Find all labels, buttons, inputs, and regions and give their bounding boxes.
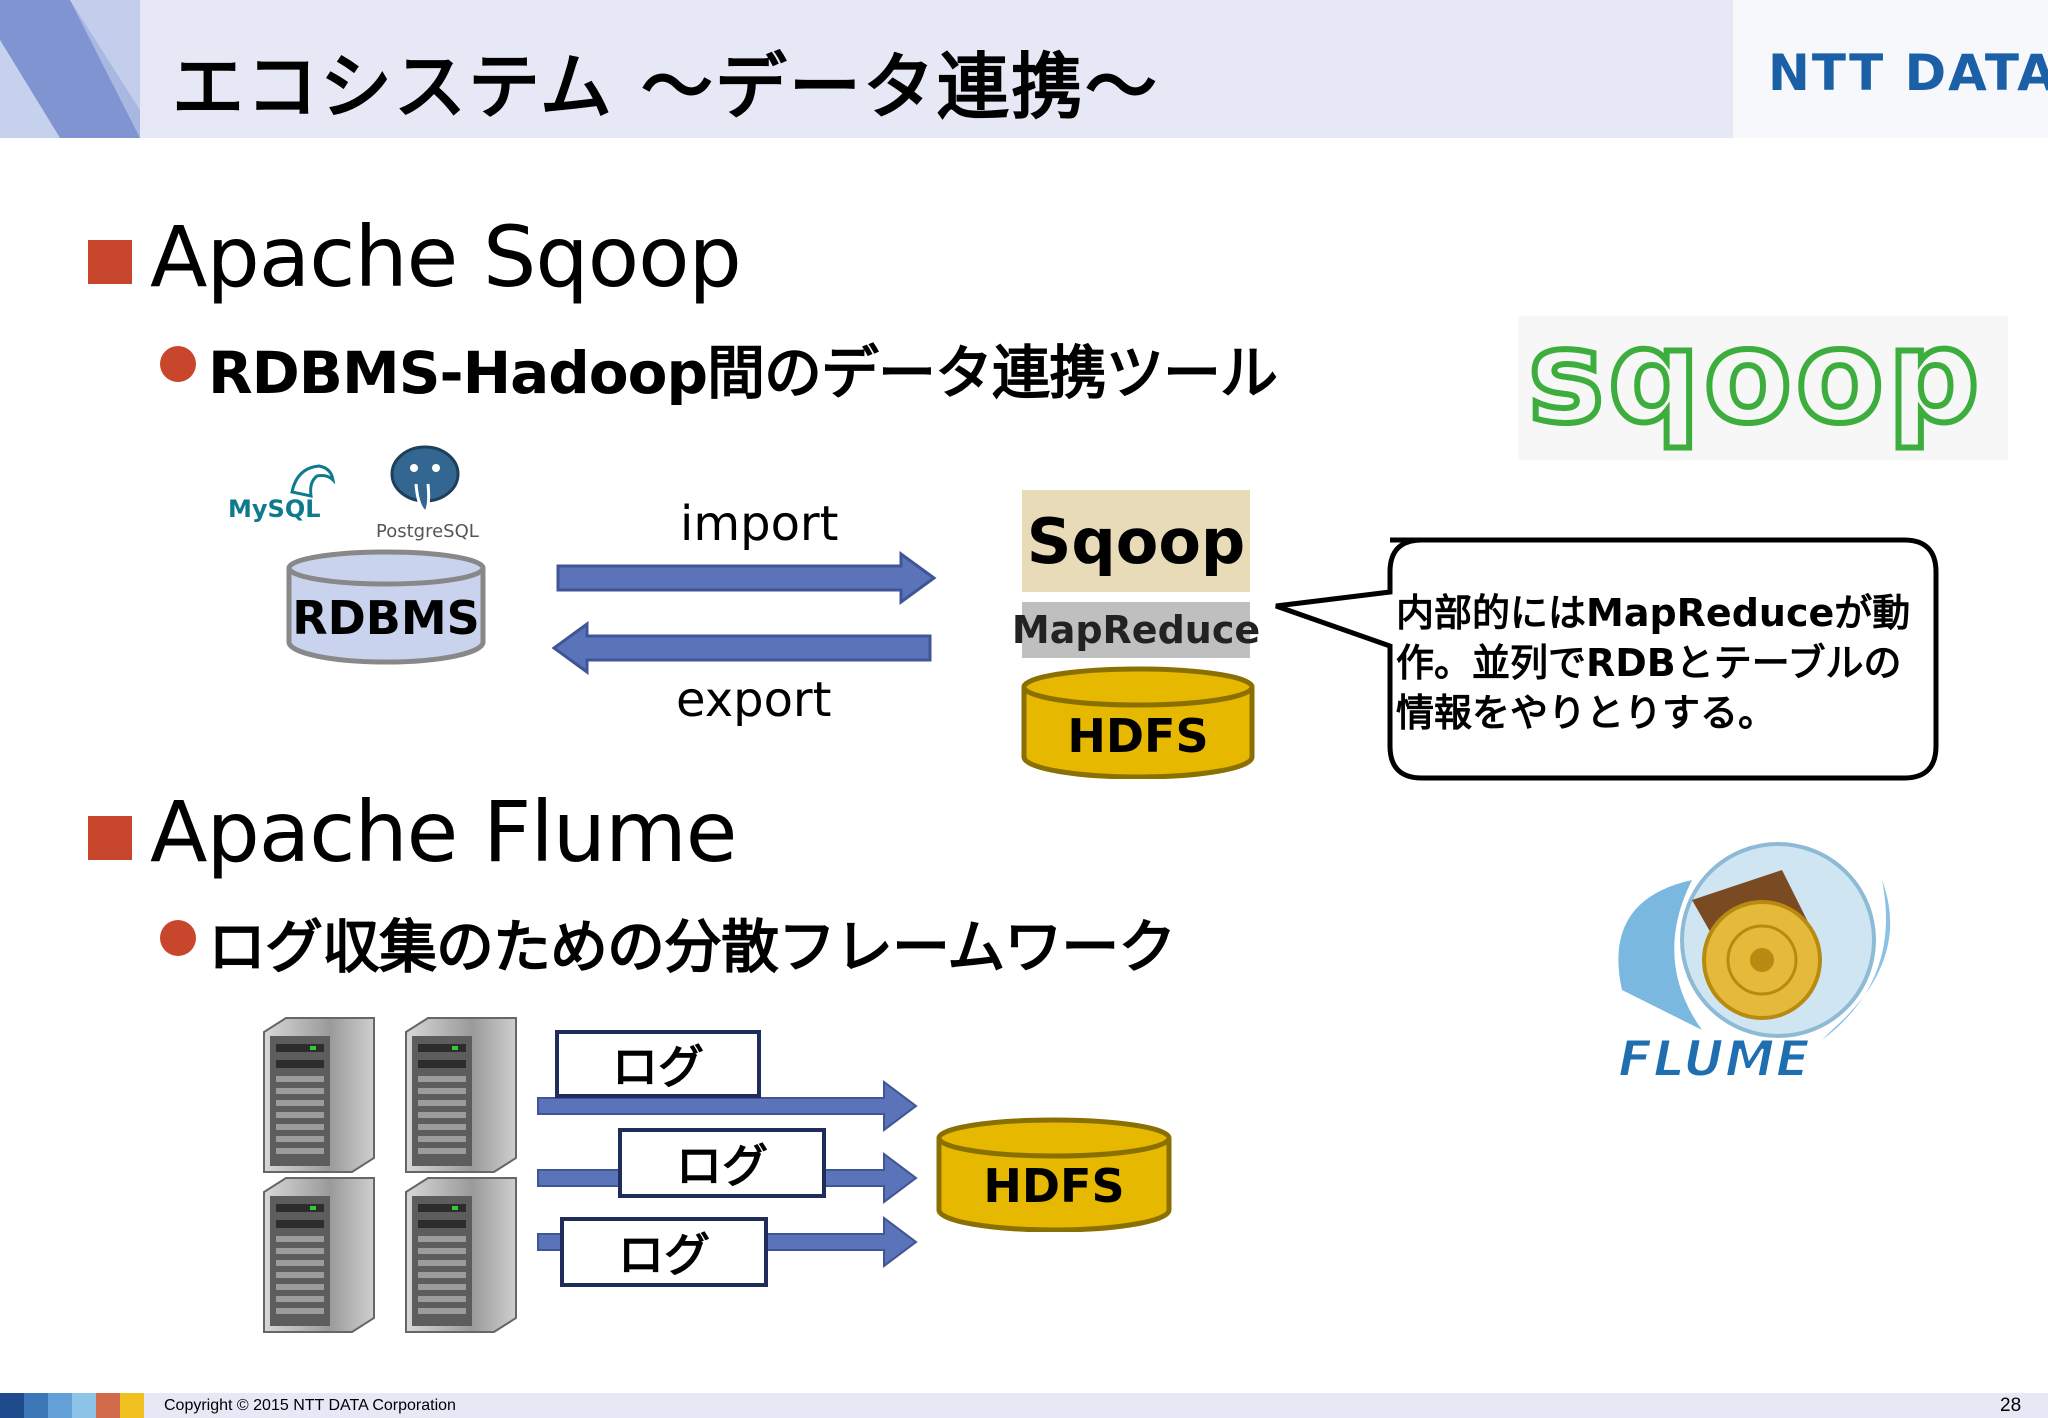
import-label: import	[680, 496, 839, 552]
hdfs-cylinder-sqoop	[1021, 666, 1255, 779]
footer-swatch	[120, 1393, 144, 1418]
footer-swatch	[48, 1393, 72, 1418]
logo-area	[1733, 0, 2048, 138]
page-number: 28	[2000, 1395, 2022, 1416]
import-arrow	[556, 551, 937, 605]
sub-bullet	[160, 920, 196, 956]
sqoop-box: Sqoop	[1022, 490, 1250, 592]
section-heading-sqoop: Apache Sqoop	[150, 208, 742, 306]
callout-bubble	[1275, 537, 1939, 781]
callout-line-1: 内部的にはMapReduceが動	[1396, 591, 1911, 635]
callout-line-3: 情報をやりとりする。	[1396, 691, 1777, 735]
header-bar	[0, 0, 2048, 138]
footer-swatch	[24, 1393, 48, 1418]
footer-swatch	[0, 1393, 24, 1418]
ntt-data-logo: NTT DATA	[1768, 44, 2048, 102]
footer-bar	[0, 1393, 2048, 1418]
log-box-2: ログ	[618, 1128, 826, 1198]
section-bullet	[88, 240, 132, 284]
sqoop-logo-area	[1518, 316, 2008, 460]
copyright-text: Copyright © 2015 NTT DATA Corporation	[164, 1397, 456, 1414]
postgresql-logo: PostgreSQL	[376, 521, 479, 542]
rdbms-label: RDBMS	[292, 591, 480, 645]
flume-subheading: ログ収集のための分散フレームワーク	[208, 913, 1176, 981]
section-heading-flume: Apache Flume	[150, 783, 737, 881]
export-arrow	[552, 621, 932, 675]
server-cluster	[263, 1017, 517, 1333]
header-corner-graphic	[0, 0, 140, 138]
sqoop-logo: sqoop	[1525, 303, 1984, 452]
sub-bullet	[160, 346, 196, 382]
mysql-logo: MySQL	[228, 495, 321, 523]
flume-logo-graphic	[1618, 842, 1891, 1040]
log-box-3: ログ	[560, 1217, 768, 1287]
page-title: エコシステム ～データ連携～	[172, 45, 1159, 129]
hdfs-cylinder-flume	[936, 1117, 1172, 1232]
callout-line-2: 作。並列でRDBとテーブルの	[1396, 641, 1902, 685]
sqoop-subheading: RDBMS-Hadoop間のデータ連携ツール	[208, 339, 1278, 407]
mapreduce-box: MapReduce	[1012, 602, 1260, 658]
postgresql-elephant-icon	[390, 445, 460, 515]
hdfs-label-sqoop: HDFS	[1067, 709, 1209, 763]
export-label: export	[676, 672, 832, 728]
hdfs-label-flume: HDFS	[983, 1159, 1125, 1213]
footer-swatch	[72, 1393, 96, 1418]
log-box-1: ログ	[555, 1030, 761, 1098]
dolphin-icon	[290, 464, 336, 498]
rdbms-cylinder	[286, 549, 486, 665]
footer-swatch	[96, 1393, 120, 1418]
section-bullet	[88, 816, 132, 860]
flume-logo-text: FLUME	[1617, 1029, 1811, 1089]
